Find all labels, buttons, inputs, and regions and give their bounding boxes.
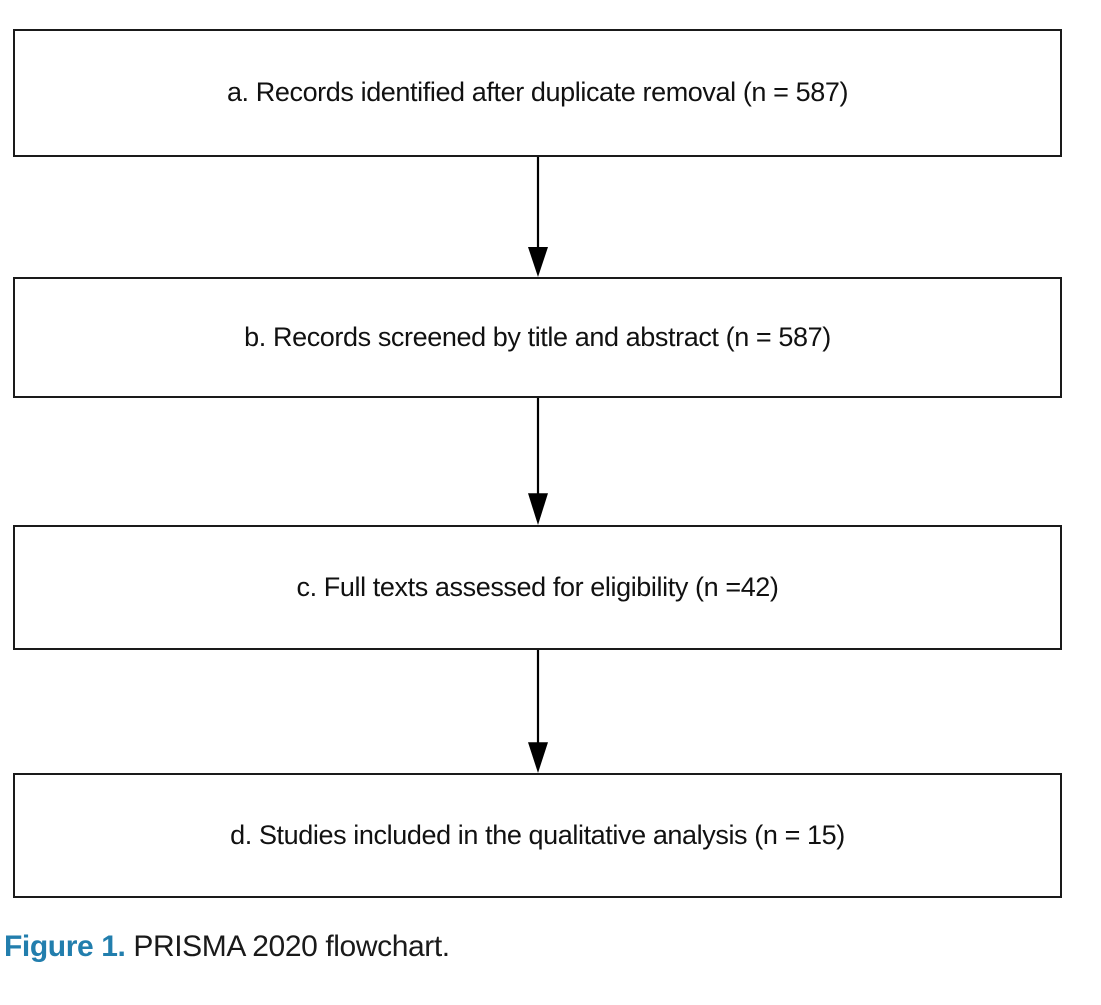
- down-arrow-icon: [526, 398, 550, 525]
- down-arrow-icon: [526, 157, 550, 277]
- flow-box-records-screened: b. Records screened by title and abstrac…: [13, 277, 1062, 398]
- figure-caption-text: PRISMA 2020 flowchart.: [125, 930, 450, 963]
- flow-box-label: b. Records screened by title and abstrac…: [244, 321, 831, 352]
- figure-caption: Figure 1. PRISMA 2020 flowchart.: [4, 930, 450, 964]
- flow-box-label: a. Records identified after duplicate re…: [226, 77, 849, 108]
- down-arrow-icon: [526, 650, 550, 773]
- flow-box-records-identified: a. Records identified after duplicate re…: [13, 29, 1062, 157]
- flow-box-label: d. Studies included in the qualitative a…: [230, 819, 845, 850]
- flow-box-full-texts-assessed: c. Full texts assessed for eligibility (…: [13, 525, 1062, 650]
- flow-box-studies-included: d. Studies included in the qualitative a…: [13, 773, 1062, 898]
- figure-caption-number: Figure 1.: [4, 930, 126, 963]
- flow-box-label: c. Full texts assessed for eligibility (…: [296, 571, 779, 602]
